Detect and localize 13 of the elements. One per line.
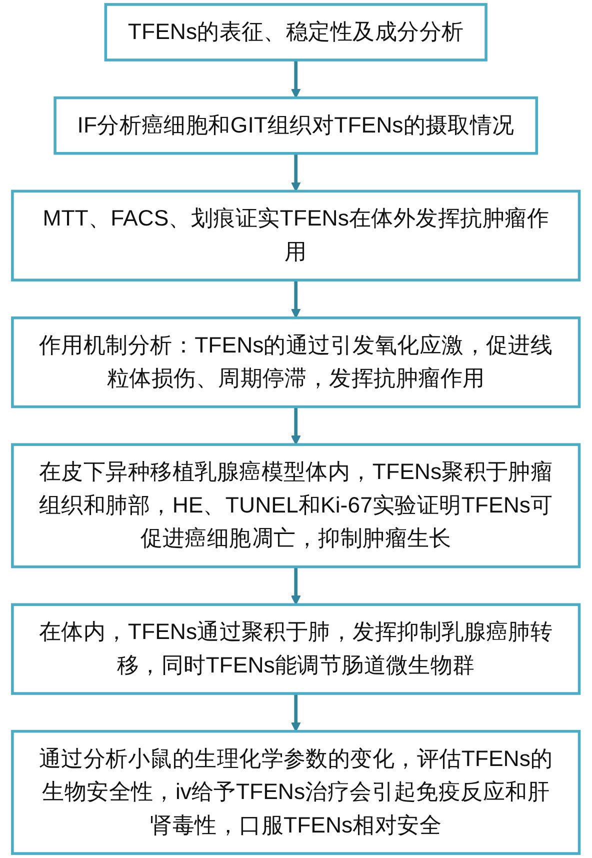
node-box: IF分析癌细胞和GIT组织对TFENs的摄取情况 (54, 96, 538, 155)
node-box: 通过分析小鼠的生理化学参数的变化，评估TFENs的生物安全性，iv给予TFENs治疗会引起免疫反应和肝肾毒性，口服TFENs相对安全 (11, 730, 581, 855)
node-box: 在体内，TFENs通过聚积于肺，发挥抑制乳腺癌肺转移，同时TFENs能调节肠道微生物群 (11, 603, 581, 695)
node-box: TFENs的表征、稳定性及成分分析 (104, 3, 488, 62)
node-box: 在皮下异种移植乳腺癌模型体内，TFENs聚积于肿瘤组织和肺部，HE、TUNEL和Ki-67实验证明TFENs可促进癌细胞凋亡，抑制肿瘤生长 (11, 443, 581, 568)
arrow (291, 280, 301, 318)
arrow (291, 694, 301, 732)
arrow (291, 60, 301, 98)
arrow (291, 153, 301, 192)
arrow (291, 406, 301, 445)
node-box: MTT、FACS、划痕证实TFENs在体外发挥抗肿瘤作用 (11, 190, 581, 282)
node-box: 作用机制分析：TFENs的通过引发氧化应激，促进线粒体损伤、周期停滞，发挥抗肿瘤作用 (11, 316, 581, 408)
arrow (291, 566, 301, 606)
